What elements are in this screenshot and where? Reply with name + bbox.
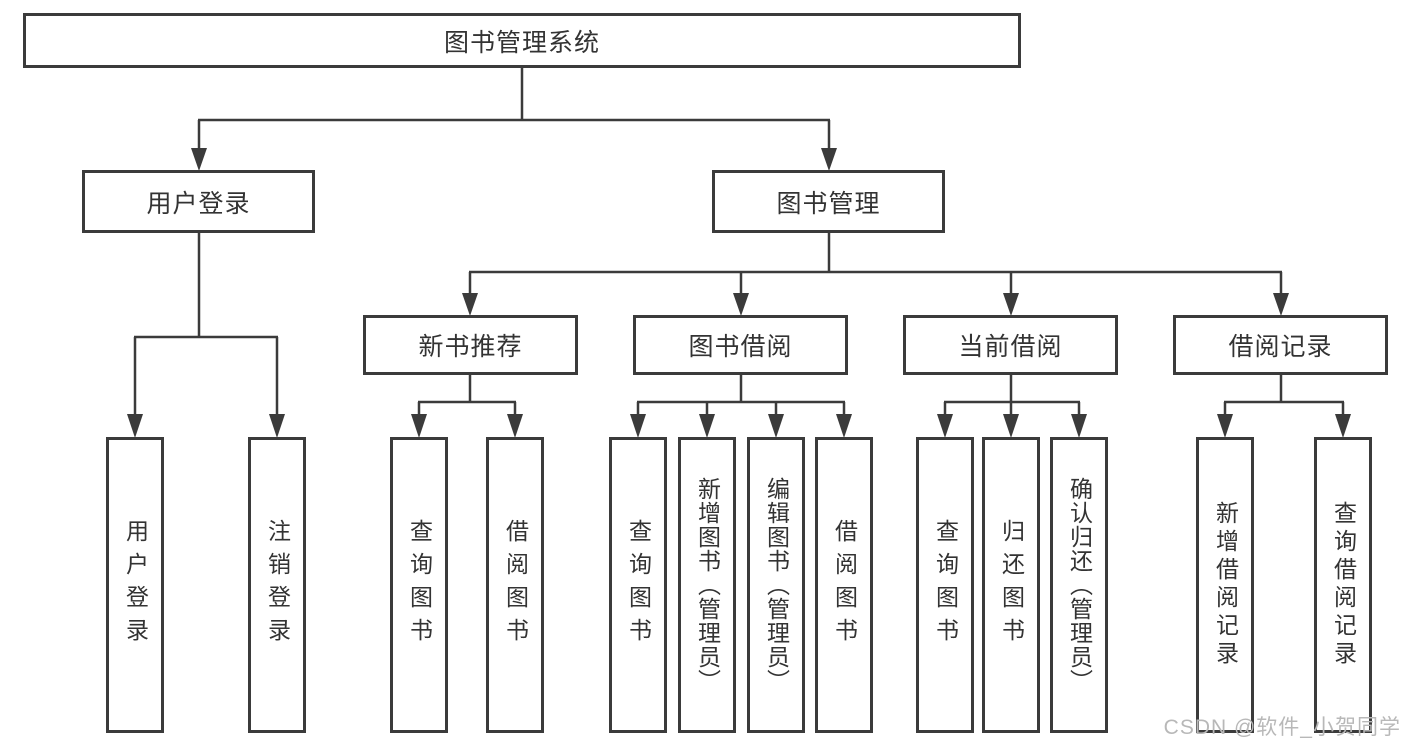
leaf-edit-book-admin: 编辑图书（管理员） (747, 437, 805, 733)
leaf-add-book-admin: 新增图书（管理员） (678, 437, 736, 733)
arrowhead (462, 293, 478, 316)
arrowhead (127, 414, 143, 438)
watermark: CSDN @软件_小贺同学 (1163, 716, 1401, 739)
node-book-management: 图书管理 (712, 170, 945, 233)
arrowhead (1003, 414, 1019, 438)
connector-records (1223, 374, 1345, 419)
node-library-system: 图书管理系统 (23, 13, 1021, 68)
leaf-borrow-book-2: 借阅图书 (815, 437, 873, 733)
leaf-query-book-3: 查询图书 (916, 437, 974, 733)
arrowhead (699, 414, 715, 438)
arrowhead (821, 148, 837, 171)
connector-root (197, 67, 831, 152)
arrowhead (768, 414, 784, 438)
arrowhead (1071, 414, 1087, 438)
leaf-confirm-return-admin: 确认归还（管理员） (1050, 437, 1108, 733)
connector-borrow (636, 374, 846, 419)
leaf-borrow-book-1: 借阅图书 (486, 437, 544, 733)
node-book-borrow: 图书借阅 (633, 315, 848, 375)
leaf-user-login: 用户登录 (106, 437, 164, 733)
arrowhead (507, 414, 523, 438)
arrowhead (269, 414, 285, 438)
arrowhead (1003, 293, 1019, 316)
arrowhead (1273, 293, 1289, 316)
node-borrow-records: 借阅记录 (1173, 315, 1388, 375)
leaf-add-borrow-record: 新增借阅记录 (1196, 437, 1254, 733)
connector-new-book (417, 374, 517, 419)
node-user-login: 用户登录 (82, 170, 315, 233)
arrowhead (733, 293, 749, 316)
leaf-logout: 注销登录 (248, 437, 306, 733)
leaf-query-book-1: 查询图书 (390, 437, 448, 733)
leaf-return-book: 归还图书 (982, 437, 1040, 733)
leaf-query-book-2: 查询图书 (609, 437, 667, 733)
connector-current (943, 374, 1081, 419)
arrowhead (630, 414, 646, 438)
node-new-book-recommend: 新书推荐 (363, 315, 578, 375)
node-current-borrow: 当前借阅 (903, 315, 1118, 375)
arrowhead (411, 414, 427, 438)
connector-user-login (133, 232, 279, 419)
arrowhead (1335, 414, 1351, 438)
arrowheads (127, 148, 1351, 438)
connector-book-mgmt (468, 232, 1283, 298)
arrowhead (1217, 414, 1233, 438)
arrowhead (836, 414, 852, 438)
arrowhead (191, 148, 207, 171)
arrowhead (937, 414, 953, 438)
leaf-query-borrow-record: 查询借阅记录 (1314, 437, 1372, 733)
